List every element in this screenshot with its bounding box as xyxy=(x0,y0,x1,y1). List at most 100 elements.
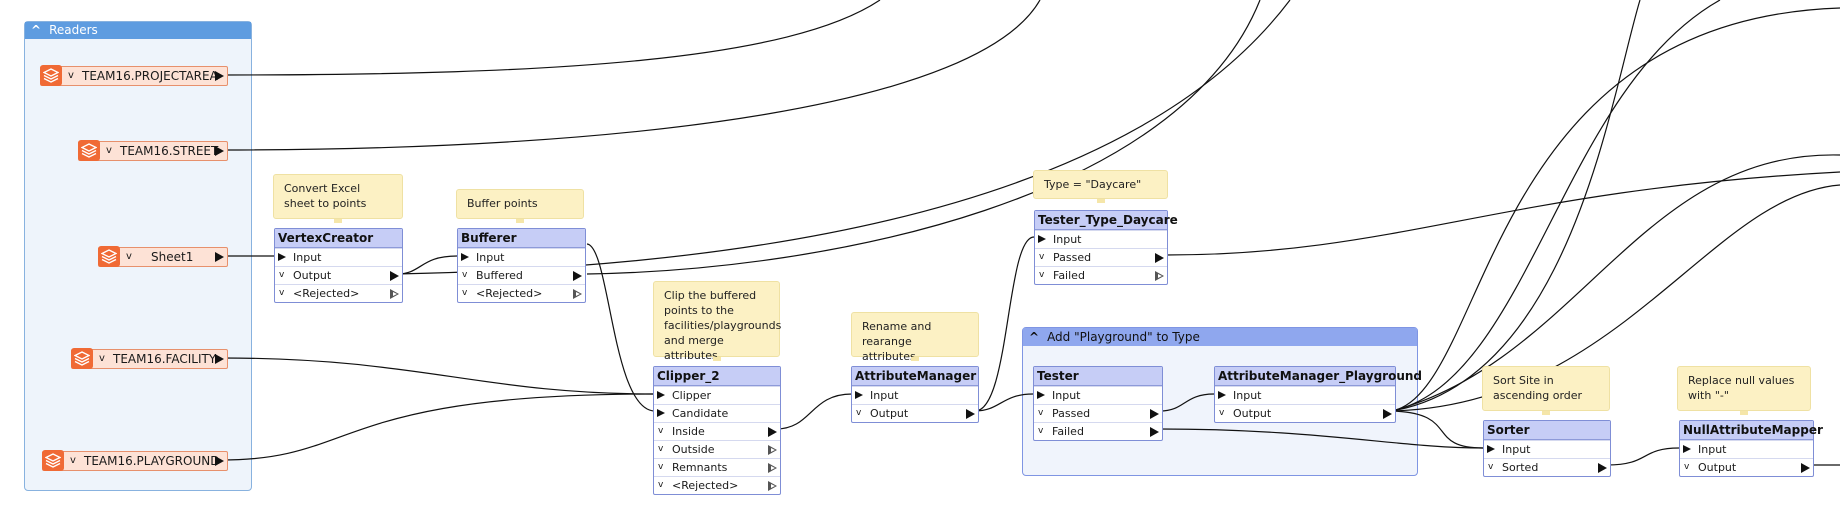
annotation-tester-type[interactable]: Type = "Daycare" xyxy=(1033,170,1168,203)
chevron-down-icon[interactable]: v xyxy=(856,408,862,418)
chevron-down-icon[interactable]: v xyxy=(1038,408,1044,418)
reader-label: Sheet1 xyxy=(151,250,194,264)
layers-icon xyxy=(42,450,64,471)
output-port-icon[interactable] xyxy=(215,71,224,81)
transformer-title[interactable]: NullAttributeMapper xyxy=(1680,421,1823,440)
output-port[interactable]: v Output xyxy=(852,404,978,422)
transformer-title[interactable]: Clipper_2 xyxy=(654,367,780,386)
chevron-down-icon[interactable]: v xyxy=(658,444,664,454)
readers-bookmark-header[interactable]: ^ Readers xyxy=(25,22,251,39)
output-port-icon[interactable] xyxy=(215,252,224,262)
input-port[interactable]: Input xyxy=(1484,440,1610,458)
annotation-bufferer[interactable]: Buffer points xyxy=(456,189,584,223)
connection-line xyxy=(1606,447,1680,466)
connection-line xyxy=(1165,171,1840,256)
chevron-down-icon[interactable]: v xyxy=(1039,270,1045,280)
chevron-down-icon[interactable]: v xyxy=(99,353,105,364)
transformer-title[interactable]: AttributeManager_Playground xyxy=(1215,367,1422,386)
chevron-down-icon[interactable]: v xyxy=(70,455,76,466)
output-port[interactable]: v<Rejected> xyxy=(654,476,780,494)
annotation-nullmapper[interactable]: Replace null values with "-" xyxy=(1677,366,1811,415)
layers-icon xyxy=(40,65,62,86)
chevron-down-icon[interactable]: v xyxy=(658,426,664,436)
transformer-title[interactable]: VertexCreator xyxy=(275,229,402,248)
chevron-down-icon[interactable]: v xyxy=(462,270,468,280)
chevron-down-icon[interactable]: v xyxy=(1039,252,1045,262)
connection-line xyxy=(1391,7,1840,412)
chevron-down-icon[interactable]: v xyxy=(658,462,664,472)
transformer-title[interactable]: AttributeManager xyxy=(852,367,978,386)
input-port[interactable]: Input xyxy=(1034,386,1162,404)
chevron-down-icon[interactable]: v xyxy=(106,145,112,156)
transformer-attributemanager[interactable]: AttributeManager Input v Output xyxy=(851,366,979,423)
port-label: Output xyxy=(870,407,909,420)
input-port[interactable]: Clipper xyxy=(654,386,780,404)
output-port[interactable]: v Failed xyxy=(1034,422,1162,440)
input-port[interactable]: Input xyxy=(458,248,585,266)
layers-icon xyxy=(71,348,93,369)
annotation-vertexcreator[interactable]: Convert Excel sheet to points xyxy=(273,174,403,223)
annotation-clipper[interactable]: Clip the buffered points to the faciliti… xyxy=(653,281,781,362)
input-port[interactable]: Input xyxy=(275,248,402,266)
collapse-icon[interactable]: ^ xyxy=(1029,330,1040,344)
reader-team16-facility[interactable]: v TEAM16.FACILITY xyxy=(71,348,228,369)
input-port[interactable]: Input xyxy=(852,386,978,404)
output-port[interactable]: v<Rejected> xyxy=(458,284,585,302)
reader-team16-playground[interactable]: v TEAM16.PLAYGROUND xyxy=(42,450,228,471)
output-port-icon[interactable] xyxy=(215,456,224,466)
chevron-down-icon[interactable]: v xyxy=(279,270,285,280)
transformer-title[interactable]: Tester xyxy=(1034,367,1162,386)
chevron-down-icon[interactable]: v xyxy=(279,288,285,298)
reader-team16-projectarea[interactable]: v TEAM16.PROJECTAREA xyxy=(40,65,228,86)
input-port[interactable]: Input xyxy=(1680,440,1813,458)
chevron-down-icon[interactable]: v xyxy=(462,288,468,298)
chevron-down-icon[interactable]: v xyxy=(126,251,132,262)
input-port[interactable]: Candidate xyxy=(654,404,780,422)
annotation-attributemanager[interactable]: Rename and rearange attributes xyxy=(851,312,979,363)
chevron-down-icon[interactable]: v xyxy=(1038,426,1044,436)
group-bookmark-header[interactable]: ^ Add "Playground" to Type xyxy=(1023,328,1417,346)
bookmark-title: Readers xyxy=(49,23,98,37)
bookmark-title: Add "Playground" to Type xyxy=(1047,330,1200,344)
connection-line xyxy=(396,255,458,275)
output-port[interactable]: v <Rejected> xyxy=(275,284,402,302)
annotation-sorter[interactable]: Sort Site in ascending order xyxy=(1482,366,1610,415)
chevron-down-icon[interactable]: v xyxy=(658,480,664,490)
output-port-icon[interactable] xyxy=(215,146,224,156)
connection-line xyxy=(221,0,881,76)
transformer-title[interactable]: Bufferer xyxy=(458,229,585,248)
collapse-icon[interactable]: ^ xyxy=(31,23,42,37)
transformer-title[interactable]: Tester_Type_Daycare xyxy=(1035,211,1178,230)
chevron-down-icon[interactable]: v xyxy=(68,70,74,81)
output-port-icon[interactable] xyxy=(215,354,224,364)
chevron-down-icon[interactable]: v xyxy=(1684,462,1690,472)
input-port[interactable]: Input xyxy=(1215,386,1395,404)
port-label: <Rejected> xyxy=(293,287,360,300)
reader-team16-street[interactable]: v TEAM16.STREET xyxy=(78,140,228,161)
port-label: Failed xyxy=(1052,425,1084,438)
reader-sheet1[interactable]: v Sheet1 xyxy=(98,246,228,267)
chevron-down-icon[interactable]: v xyxy=(1219,408,1225,418)
chevron-down-icon[interactable]: v xyxy=(1488,462,1494,472)
transformer-title[interactable]: Sorter xyxy=(1484,421,1610,440)
input-port[interactable]: Input xyxy=(1035,230,1167,248)
